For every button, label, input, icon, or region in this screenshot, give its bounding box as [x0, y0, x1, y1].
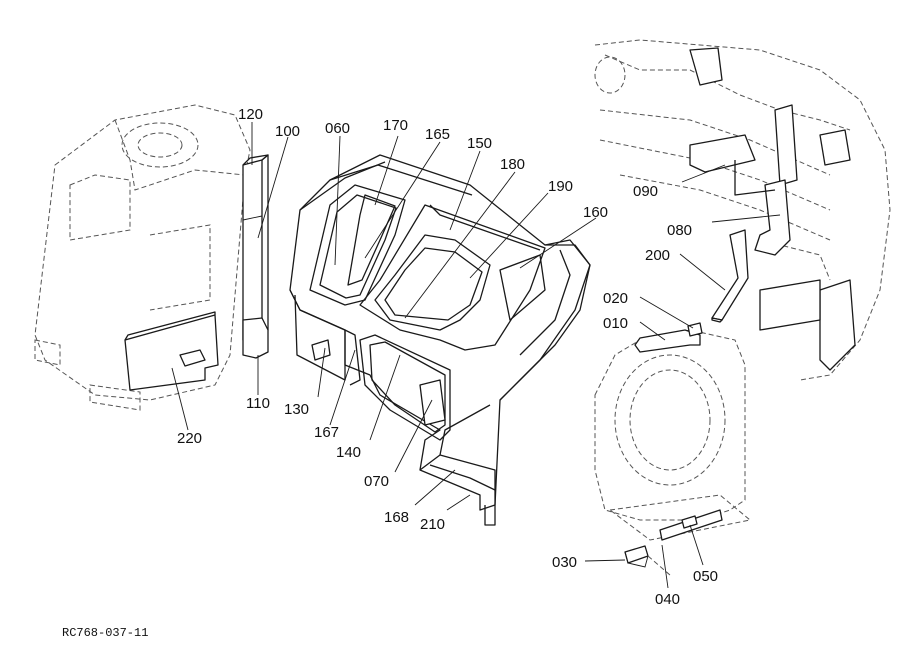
callout-100: 100 — [275, 123, 300, 140]
part-010-fan-shroud — [594, 322, 746, 521]
callout-200: 200 — [645, 247, 670, 264]
callout-220: 220 — [177, 430, 202, 447]
callout-170: 170 — [383, 117, 408, 134]
callout-060: 060 — [325, 120, 350, 137]
diagram-reference-code: RC768-037-11 — [62, 626, 148, 640]
callout-110: 110 — [246, 395, 270, 412]
callout-190: 190 — [548, 178, 573, 195]
callout-010: 010 — [603, 315, 628, 332]
callout-210: 210 — [420, 516, 445, 533]
leader-lines — [171, 122, 781, 589]
callout-labels: 120 100 110 220 060 170 165 150 180 190 … — [177, 106, 718, 608]
callout-020: 020 — [603, 290, 628, 307]
callout-130: 130 — [284, 401, 309, 418]
callout-140: 140 — [336, 444, 361, 461]
callout-167: 167 — [314, 424, 339, 441]
callout-030: 030 — [552, 554, 577, 571]
callout-090: 090 — [633, 183, 658, 200]
callout-165: 165 — [425, 126, 450, 143]
cabin-panel-assembly — [289, 154, 591, 526]
lower-mount-parts — [608, 494, 752, 576]
callout-040: 040 — [655, 591, 680, 608]
callout-168: 168 — [384, 509, 409, 526]
callout-070: 070 — [364, 473, 389, 490]
callout-160: 160 — [583, 204, 608, 221]
upper-frame-outline — [594, 39, 891, 381]
part-090-bracket — [689, 134, 776, 196]
part-110-vertical-post — [242, 154, 269, 359]
callout-120: 120 — [238, 106, 263, 123]
callout-080: 080 — [667, 222, 692, 239]
callout-150: 150 — [467, 135, 492, 152]
part-220-plate — [124, 311, 219, 391]
callout-180: 180 — [500, 156, 525, 173]
engine-block-outline — [34, 104, 251, 411]
part-200-crank-bar — [711, 229, 749, 323]
part-080-bracket — [754, 104, 798, 256]
callout-050: 050 — [693, 568, 718, 585]
